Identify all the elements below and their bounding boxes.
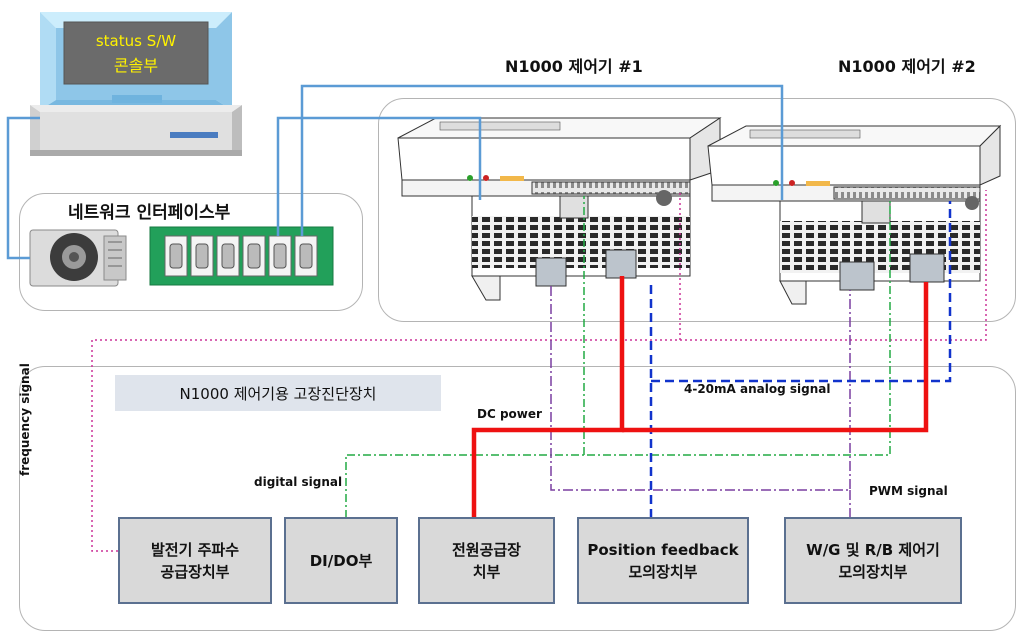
console-title: 콘솔부 xyxy=(113,56,159,75)
wg-rb-controller-unit: W/G 및 R/B 제어기 모의장치부 xyxy=(784,517,962,604)
digital-signal-label: digital signal xyxy=(254,475,343,489)
di-do-unit-line1: DI/DO부 xyxy=(309,551,373,570)
generator-frequency-unit-line1: 발전기 주파수 xyxy=(150,540,240,559)
analog-signal-label: 4-20mA analog signal xyxy=(684,382,831,396)
controller-2-title: N1000 제어기 #2 xyxy=(838,57,976,76)
network-cable-lines xyxy=(6,84,784,260)
controller-1-device-icon xyxy=(397,117,722,301)
console-monitor-icon xyxy=(40,12,232,110)
controller-1-title: N1000 제어기 #1 xyxy=(505,57,643,76)
generator-frequency-unit: 발전기 주파수 공급장치부 xyxy=(118,517,272,604)
power-supply-unit-line1: 전원공급장 xyxy=(451,540,521,559)
wg-rb-controller-unit-line2: 모의장치부 xyxy=(838,562,908,581)
frequency-signal-line xyxy=(91,190,987,552)
analog-signal-line xyxy=(649,201,952,518)
dc-power-line xyxy=(471,276,929,518)
position-feedback-unit-line2: 모의장치부 xyxy=(628,562,698,581)
pwm-signal-line xyxy=(550,286,851,518)
pwm-signal-label: PWM signal xyxy=(869,484,948,498)
power-supply-unit: 전원공급장 치부 xyxy=(418,517,555,604)
diagnostic-title: N1000 제어기용 고장진단장치 xyxy=(179,385,377,403)
network-interface-title: 네트워크 인터페이스부 xyxy=(68,203,231,223)
position-feedback-unit: Position feedback 모의장치부 xyxy=(577,517,749,604)
console-base-icon xyxy=(30,105,242,156)
controller-2-device-icon xyxy=(707,124,1002,305)
generator-frequency-unit-line2: 공급장치부 xyxy=(160,562,230,581)
frequency-signal-label: frequency signal xyxy=(18,363,32,476)
digital-signal-line xyxy=(345,196,891,518)
diagnostic-title-bar xyxy=(115,375,441,411)
network-board-icon xyxy=(149,226,334,286)
converter-device-icon xyxy=(29,229,127,287)
power-supply-unit-line2: 치부 xyxy=(472,562,501,581)
dc-power-label: DC power xyxy=(477,407,542,421)
di-do-unit: DI/DO부 xyxy=(284,517,398,604)
wg-rb-controller-unit-line1: W/G 및 R/B 제어기 xyxy=(806,540,940,559)
position-feedback-unit-line1: Position feedback xyxy=(587,540,739,559)
console-status-label: status S/W xyxy=(95,32,177,50)
